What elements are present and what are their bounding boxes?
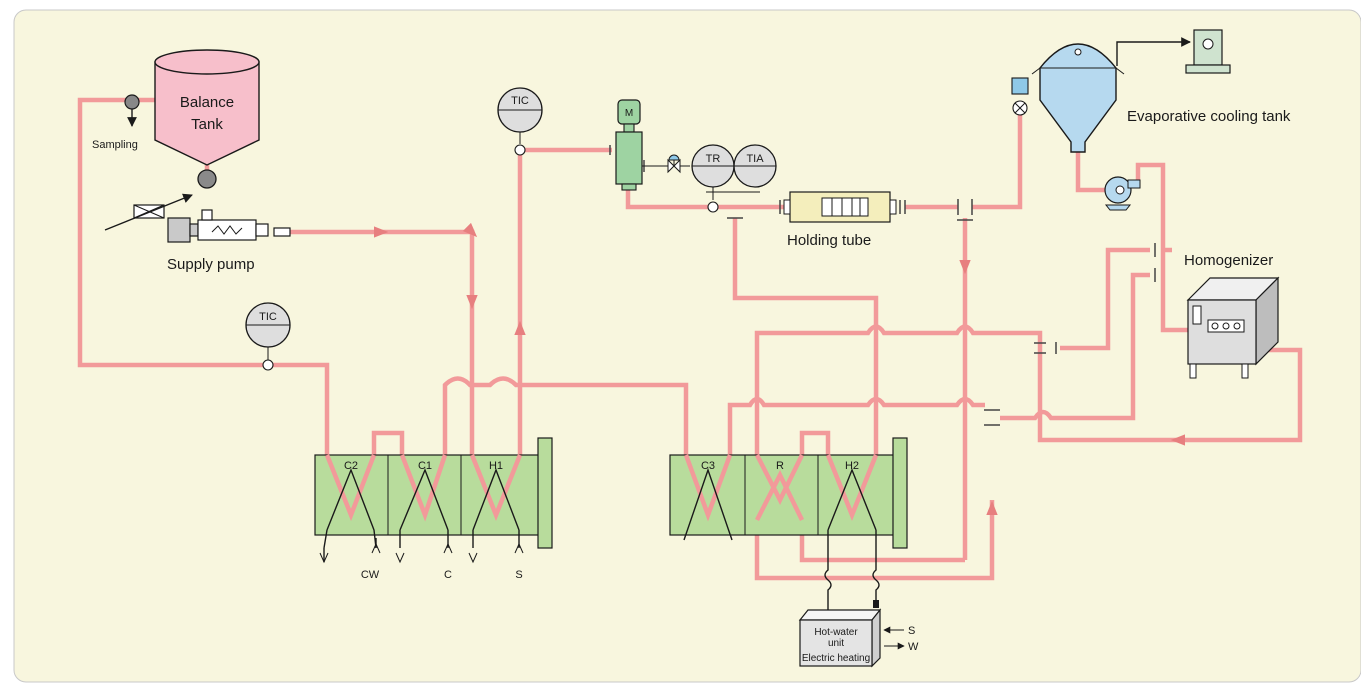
tr-label: TR <box>706 153 721 165</box>
motor-label: M <box>625 108 633 119</box>
tic-left-label: TIC <box>259 311 277 323</box>
homogenizer: Homogenizer <box>1184 252 1280 379</box>
sampling-label: Sampling <box>92 139 138 151</box>
supply-pump-label: Supply pump <box>167 256 255 273</box>
plate-zig-zags-right: C3 R H2 <box>683 453 879 555</box>
electric-heating-label: Electric heating <box>802 653 870 664</box>
vacuum-pump <box>1185 29 1231 74</box>
plate-label-c3: C3 <box>701 460 715 472</box>
plate-label-c2: C2 <box>344 460 358 472</box>
medium-label-s: S <box>515 569 522 581</box>
holding-tube: Holding tube <box>783 191 897 249</box>
plate-label-h2: H2 <box>845 460 859 472</box>
plate-zig-zags-left: C2 C1 H1 CW C S <box>319 454 524 581</box>
balance-tank-label-2: Tank <box>191 116 223 133</box>
pipe-fittings <box>609 145 1156 426</box>
evaporative-cooling-tank: Evaporative cooling tank <box>1031 37 1291 153</box>
hw-s-label: S <box>908 625 915 637</box>
motor-unit: M <box>615 99 690 191</box>
evaporative-tank-label: Evaporative cooling tank <box>1127 108 1291 125</box>
sampling-valve: Sampling <box>92 94 140 151</box>
homogenizer-label: Homogenizer <box>1184 252 1273 269</box>
control-valve <box>1011 77 1029 116</box>
tic-controller-left: TIC <box>245 302 291 371</box>
supply-pump: Supply pump <box>104 193 291 273</box>
hot-water-unit: Hot-water unit Electric heating S W <box>798 555 919 668</box>
holding-tube-label: Holding tube <box>787 232 871 249</box>
medium-label-cw: CW <box>361 569 380 581</box>
plate-label-c1: C1 <box>418 460 432 472</box>
tia-label: TIA <box>746 153 764 165</box>
tic-top-label: TIC <box>511 95 529 107</box>
pipe-network <box>77 97 1303 581</box>
plate-label-h1: H1 <box>489 460 503 472</box>
tr-tia-recorders: TR TIA <box>691 144 777 213</box>
tic-controller-top: TIC <box>497 87 543 156</box>
centrifugal-pump <box>1104 176 1141 211</box>
balance-tank-label-1: Balance <box>180 94 234 111</box>
hot-water-unit-label-1: Hot-water <box>814 627 858 638</box>
hot-water-unit-label-2: unit <box>828 638 844 649</box>
plate-label-r: R <box>776 460 784 472</box>
tank-outlet-valve <box>197 169 217 189</box>
hw-w-label: W <box>908 641 919 653</box>
balance-tank: Balance Tank <box>154 49 260 166</box>
medium-label-c: C <box>444 569 452 581</box>
